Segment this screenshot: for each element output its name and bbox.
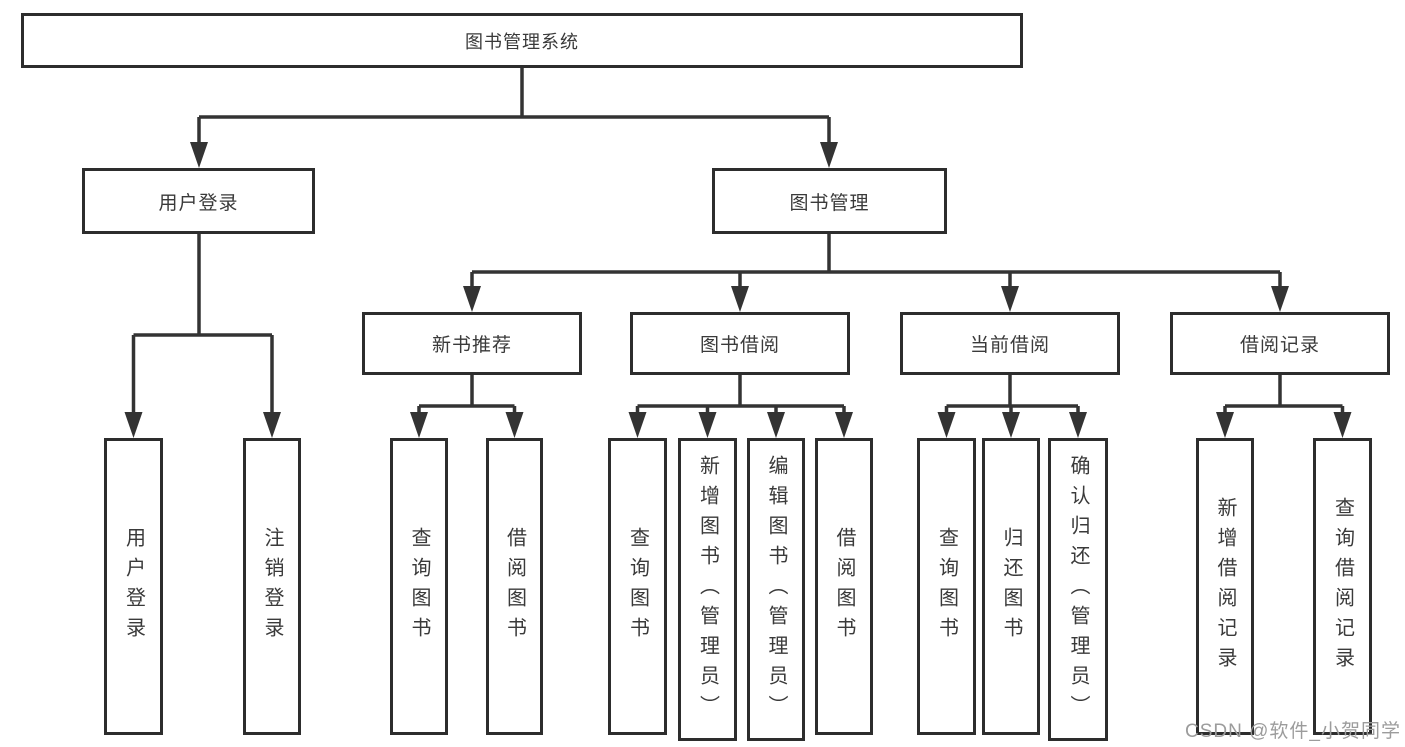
node-query-books-recommend: 查询图书 bbox=[390, 438, 448, 735]
arrow-down-icon bbox=[124, 412, 143, 438]
arrow-down-icon bbox=[1001, 286, 1019, 312]
node-current-borrowing: 当前借阅 bbox=[900, 312, 1120, 375]
connector-root-to-level2 bbox=[190, 68, 838, 168]
arrow-down-icon bbox=[937, 412, 956, 438]
arrow-down-icon bbox=[263, 412, 281, 438]
node-query-books-current: 查询图书 bbox=[917, 438, 976, 735]
watermark: CSDN @软件_小贺同学 bbox=[1185, 721, 1401, 742]
node-edit-books-admin: 编辑图书（管理员） bbox=[747, 438, 805, 741]
connector-user-login-to-children bbox=[124, 234, 281, 438]
arrow-down-icon bbox=[1216, 412, 1234, 438]
node-new-book-recommend: 新书推荐 bbox=[362, 312, 582, 375]
node-user-login: 用户登录 bbox=[82, 168, 315, 234]
arrow-down-icon bbox=[463, 286, 481, 312]
arrow-down-icon bbox=[820, 142, 838, 168]
arrow-down-icon bbox=[190, 142, 208, 168]
node-root: 图书管理系统 bbox=[21, 13, 1023, 68]
node-book-management: 图书管理 bbox=[712, 168, 947, 234]
arrow-down-icon bbox=[767, 412, 785, 438]
arrow-down-icon bbox=[1271, 286, 1289, 312]
arrow-down-icon bbox=[731, 286, 749, 312]
arrow-down-icon bbox=[628, 412, 647, 438]
connector-borrowing-records-to-children bbox=[1216, 375, 1352, 438]
connector-book-management-to-level3 bbox=[463, 234, 1289, 312]
arrow-down-icon bbox=[410, 412, 428, 438]
node-query-books-borrowing: 查询图书 bbox=[608, 438, 667, 735]
node-return-books: 归还图书 bbox=[982, 438, 1040, 735]
node-login-leaf: 用户登录 bbox=[104, 438, 163, 735]
node-logout-leaf: 注销登录 bbox=[243, 438, 301, 735]
arrow-down-icon bbox=[1002, 412, 1020, 438]
arrow-down-icon bbox=[835, 412, 853, 438]
node-add-borrow-record: 新增借阅记录 bbox=[1196, 438, 1254, 735]
node-borrowing-records: 借阅记录 bbox=[1170, 312, 1390, 375]
node-confirm-return-admin: 确认归还（管理员） bbox=[1048, 438, 1108, 741]
node-book-borrowing: 图书借阅 bbox=[630, 312, 850, 375]
arrow-down-icon bbox=[698, 412, 717, 438]
node-borrow-books-recommend: 借阅图书 bbox=[486, 438, 543, 735]
arrow-down-icon bbox=[505, 412, 524, 438]
arrow-down-icon bbox=[1069, 412, 1087, 438]
connector-book-borrowing-to-children bbox=[628, 375, 853, 438]
connector-current-borrowing-to-children bbox=[937, 375, 1087, 438]
node-query-borrow-record: 查询借阅记录 bbox=[1313, 438, 1372, 735]
node-add-books-admin: 新增图书（管理员） bbox=[678, 438, 737, 741]
node-borrow-books-leaf: 借阅图书 bbox=[815, 438, 873, 735]
arrow-down-icon bbox=[1333, 412, 1352, 438]
connector-new-book-recommend-to-children bbox=[410, 375, 524, 438]
